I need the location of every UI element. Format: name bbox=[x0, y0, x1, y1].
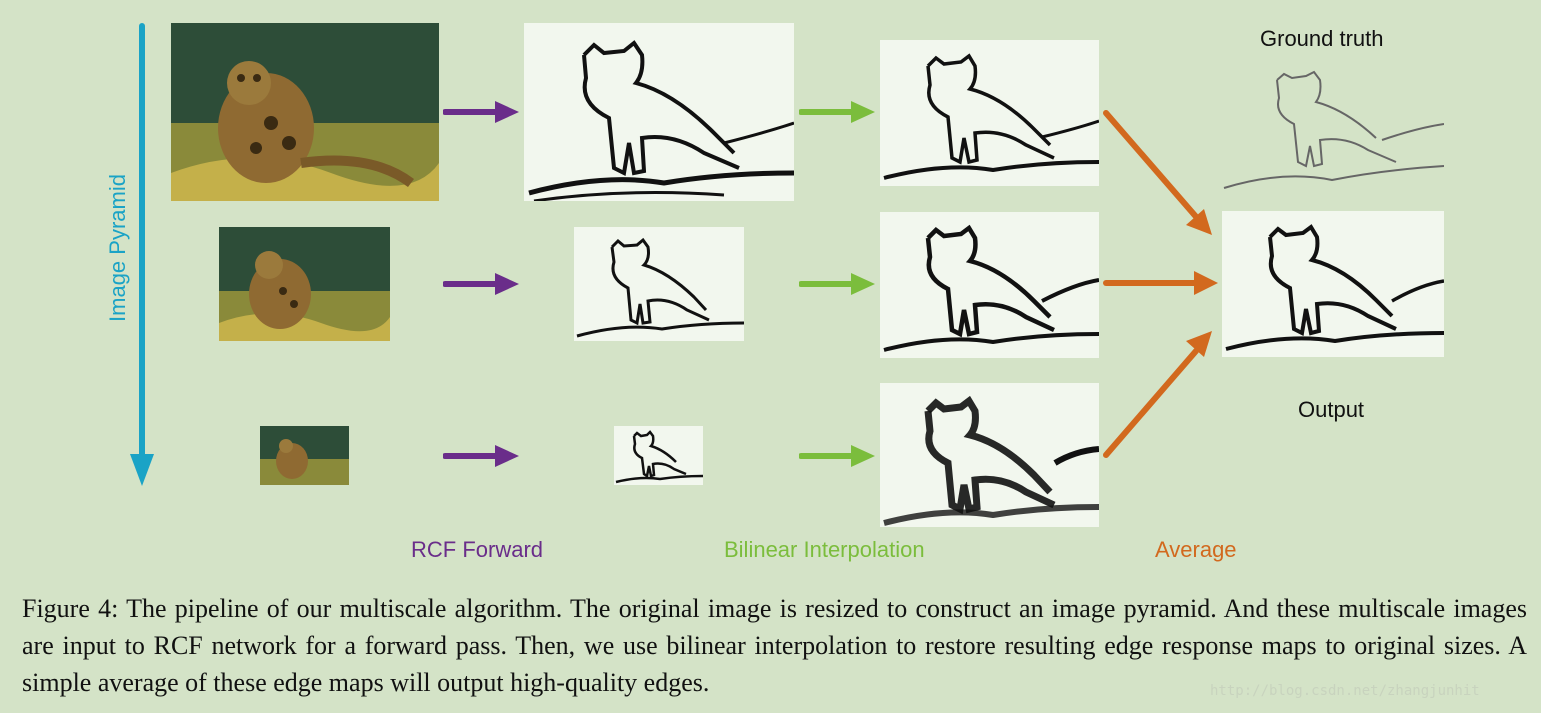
edge-map-large bbox=[524, 23, 794, 201]
bilinear-interpolation-label: Bilinear Interpolation bbox=[724, 537, 925, 562]
upsampled-edge-map-2 bbox=[880, 212, 1099, 358]
rcf-forward-arrow-1 bbox=[443, 101, 519, 123]
output-edge-map bbox=[1222, 211, 1444, 357]
upsampled-edge-map-1 bbox=[880, 40, 1099, 186]
rcf-forward-arrow-2 bbox=[443, 273, 519, 295]
input-image-large bbox=[171, 23, 439, 201]
average-arrows bbox=[1103, 110, 1218, 458]
bilinear-arrow-2 bbox=[799, 273, 875, 295]
image-pyramid-arrow bbox=[130, 23, 154, 486]
figure-caption: Figure 4: The pipeline of our multiscale… bbox=[22, 594, 1527, 697]
output-label: Output bbox=[1298, 397, 1365, 422]
ground-truth-label: Ground truth bbox=[1260, 26, 1384, 51]
average-label: Average bbox=[1155, 537, 1237, 562]
average-arrow-2-head bbox=[1194, 271, 1218, 295]
upsampled-edge-map-3 bbox=[880, 383, 1099, 527]
image-pyramid-label: Image Pyramid bbox=[105, 174, 130, 322]
average-arrow-1 bbox=[1103, 110, 1201, 222]
ground-truth-image bbox=[1222, 70, 1444, 194]
average-arrow-3 bbox=[1103, 348, 1199, 458]
bilinear-arrow-3 bbox=[799, 445, 875, 467]
average-arrow-3-head bbox=[1186, 331, 1212, 357]
bilinear-arrow-1 bbox=[799, 101, 875, 123]
input-image-small bbox=[260, 426, 349, 485]
edge-map-medium bbox=[574, 227, 744, 341]
rcf-forward-label: RCF Forward bbox=[411, 537, 544, 562]
rcf-forward-arrow-3 bbox=[443, 445, 519, 467]
average-arrow-1-head bbox=[1186, 209, 1212, 235]
watermark: http://blog.csdn.net/zhangjunhit bbox=[1210, 683, 1480, 699]
input-image-medium bbox=[219, 227, 390, 341]
edge-map-small bbox=[614, 426, 703, 485]
